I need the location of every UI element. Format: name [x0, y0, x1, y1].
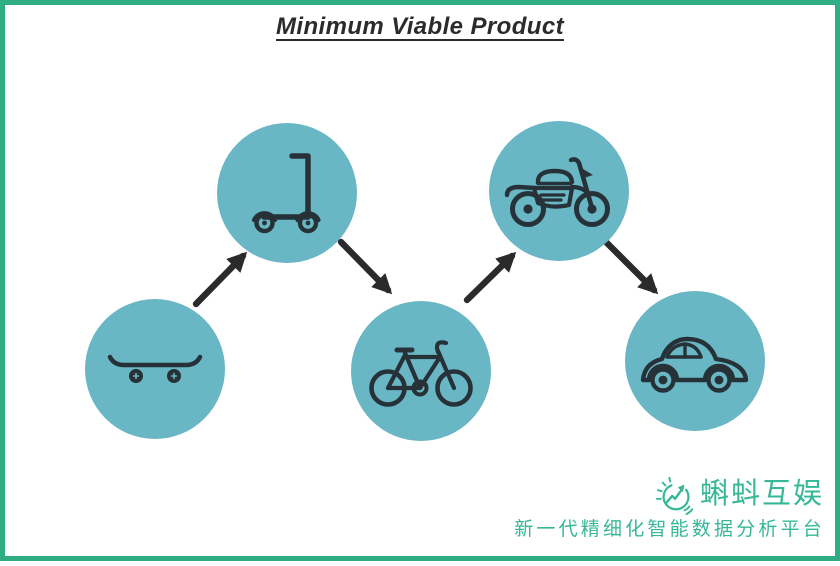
stage-circle-motorcycle	[489, 121, 629, 261]
skateboard-icon	[107, 354, 203, 383]
stage-circle-scooter	[217, 123, 357, 263]
stage-circle-skateboard	[85, 299, 225, 439]
brand-tagline: 新一代精细化智能数据分析平台	[514, 519, 825, 541]
arrow-scooter-to-bicycle	[337, 238, 393, 295]
brand-watermark: 蝌蚪互娱 新一代精细化智能数据分析平台	[514, 474, 822, 541]
arrow-skateboard-to-scooter	[192, 251, 248, 308]
motorcycle-icon	[504, 157, 610, 227]
arrow-motorcycle-to-car	[602, 238, 659, 295]
stage-circle-car	[625, 291, 765, 431]
stage-circle-bicycle	[351, 301, 491, 441]
car-icon	[640, 336, 749, 393]
bicycle-icon	[369, 340, 473, 407]
sun-trend-arrow-icon	[655, 476, 694, 516]
brand-name: 蝌蚪互娱	[699, 478, 824, 511]
page-title: Minimum Viable Product	[276, 13, 564, 40]
scooter-icon	[251, 153, 321, 234]
arrow-bicycle-to-motorcycle	[463, 251, 517, 304]
brand-row: 蝌蚪互娱	[514, 474, 822, 516]
